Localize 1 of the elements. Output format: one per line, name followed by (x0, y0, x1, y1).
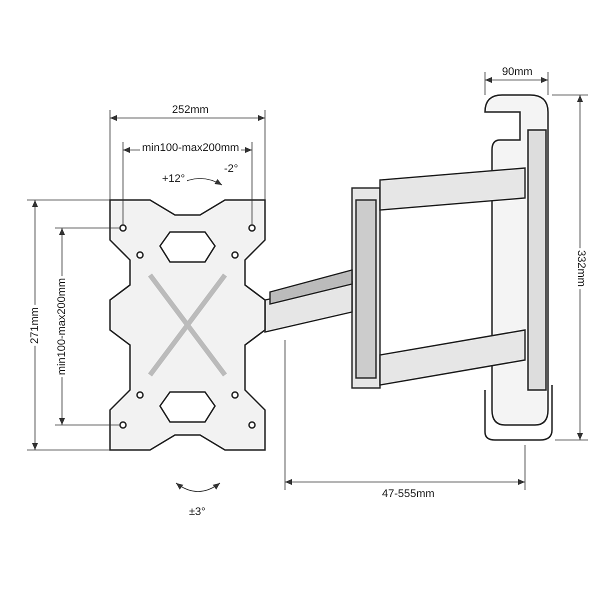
angle-label: +12° (160, 173, 188, 186)
